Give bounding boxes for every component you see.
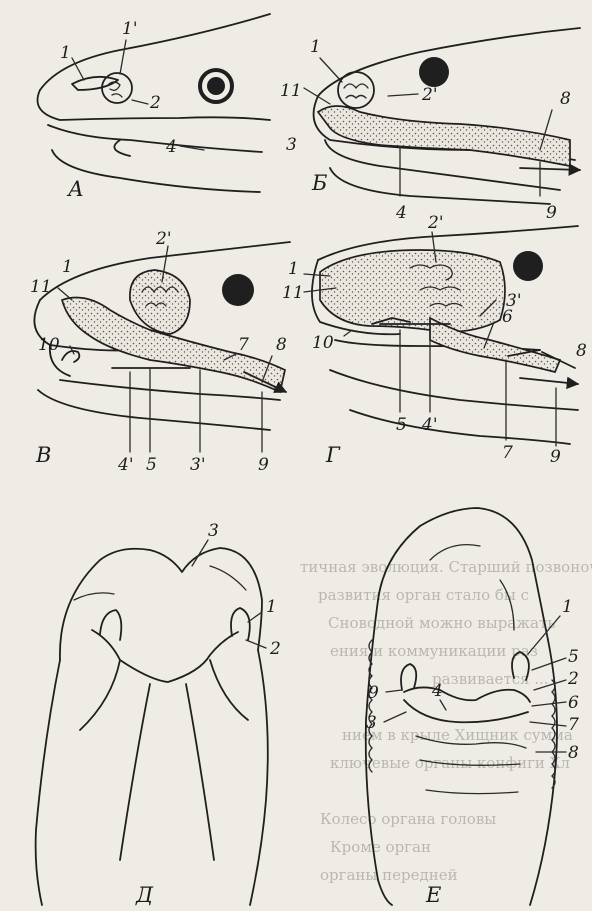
label-8: 8 xyxy=(576,341,587,361)
label-4-prime: 4' xyxy=(421,415,438,435)
label-2: 2 xyxy=(149,93,161,113)
label-1: 1 xyxy=(60,43,71,63)
panel-a-caption: А xyxy=(66,177,84,201)
label-11: 11 xyxy=(280,81,302,101)
label-10: 10 xyxy=(312,333,334,353)
label-2-prime: 2' xyxy=(155,229,172,249)
label-8: 8 xyxy=(276,335,287,355)
label-7: 7 xyxy=(568,715,579,735)
label-3: 3 xyxy=(286,135,297,155)
svg-text:Сноводной можно выражать: Сноводной можно выражать xyxy=(328,614,555,632)
label-8: 8 xyxy=(568,743,579,763)
label-1: 1 xyxy=(266,597,277,617)
panel-v-caption: В xyxy=(35,443,51,467)
label-9: 9 xyxy=(546,203,557,223)
panel-g: 1 11 2' 3' 6 8 10 5 4' 7 9 Г xyxy=(282,213,587,467)
label-2-prime: 2' xyxy=(427,213,444,233)
label-2: 2 xyxy=(269,639,281,659)
panel-d-caption: Д xyxy=(135,883,154,907)
label-1: 1 xyxy=(288,259,299,279)
panel-d-drawing xyxy=(36,540,268,905)
panel-b-caption: Б xyxy=(311,171,327,195)
panel-g-drawing xyxy=(304,226,578,446)
label-7: 7 xyxy=(502,443,513,463)
panel-d: 3 1 2 Д xyxy=(36,521,281,907)
label-3-prime: 3' xyxy=(190,455,206,475)
label-9: 9 xyxy=(368,683,379,703)
svg-text:ения и коммуникации раз: ения и коммуникации раз xyxy=(330,642,538,660)
svg-text:Кроме орган: Кроме орган xyxy=(330,838,431,856)
label-4: 4 xyxy=(395,203,407,223)
label-1: 1 xyxy=(562,597,573,617)
svg-text:развивается ...: развивается ... xyxy=(432,670,549,688)
label-3: 3 xyxy=(366,713,377,733)
label-11: 11 xyxy=(282,283,304,303)
label-9: 9 xyxy=(258,455,269,475)
label-9: 9 xyxy=(550,447,561,467)
panel-b: 1 11 2' 3 8 4 9 Б xyxy=(280,28,580,223)
label-8: 8 xyxy=(560,89,571,109)
label-1-prime: 1' xyxy=(122,19,138,39)
label-5: 5 xyxy=(568,647,579,667)
svg-text:Колесо органа головы: Колесо органа головы xyxy=(320,810,496,828)
label-1: 1 xyxy=(310,37,321,57)
panel-v: 11 1 2' 10 7 8 4' 5 3' 9 В xyxy=(30,229,290,475)
panel-a: 1 1' 2 4 А xyxy=(38,14,271,201)
label-4: 4 xyxy=(431,681,443,701)
label-4-prime: 4' xyxy=(117,455,134,475)
label-2: 2 xyxy=(567,669,579,689)
label-10: 10 xyxy=(38,335,60,355)
label-6: 6 xyxy=(568,693,579,713)
label-11: 11 xyxy=(30,277,52,297)
label-5: 5 xyxy=(146,455,157,475)
label-6: 6 xyxy=(502,307,513,327)
svg-text:развития орган стало бы с: развития орган стало бы с xyxy=(318,586,529,604)
label-4: 4 xyxy=(165,137,177,157)
label-1: 1 xyxy=(62,257,73,277)
label-5: 5 xyxy=(396,415,407,435)
svg-text:тичная эволюция. Старший позво: тичная эволюция. Старший позвоночный xyxy=(300,558,592,576)
panel-e-caption: Е xyxy=(425,883,441,907)
label-2-prime: 2' xyxy=(421,85,438,105)
label-3: 3 xyxy=(208,521,219,541)
panel-g-caption: Г xyxy=(325,443,341,467)
panel-b-drawing xyxy=(304,28,580,204)
svg-text:органы передней: органы передней xyxy=(320,866,458,884)
label-7: 7 xyxy=(238,335,249,355)
